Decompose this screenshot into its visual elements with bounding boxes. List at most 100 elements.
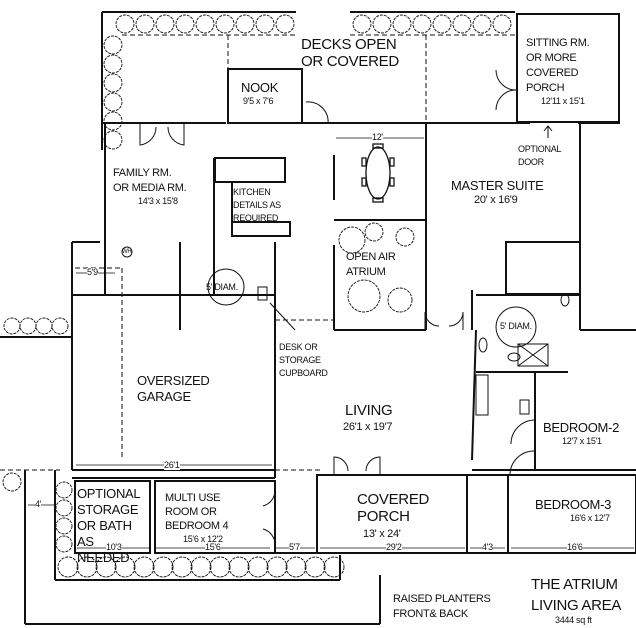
atrium-label-1: OPEN AIR [346,251,396,263]
shrub-icon [76,556,98,578]
porch-width-dim: 29'2 [386,542,402,552]
shrub-icon [55,535,73,553]
shrub-icon [347,279,381,313]
bedroom2-label: BEDROOM-2 [543,420,620,435]
shrub-icon [115,14,135,34]
shrub-icon [304,556,326,578]
shrub-icon [175,14,195,34]
bedroom2-dims: 12'7 x 15'1 [562,436,602,446]
plan-subtitle: LIVING AREA [531,597,622,614]
arrow-icon [269,125,553,331]
living-dims: 26'1 x 19'7 [343,421,393,433]
shrub-icon [395,227,415,247]
planters-label-1: RAISED PLANTERS [393,593,491,605]
shrub-icon [492,14,512,34]
shrub-icon [372,14,392,34]
dining-table-icon [361,143,395,203]
optional-storage-label-3: OR BATH [77,518,132,533]
shrub-icon [135,14,155,34]
shrub-icon [190,556,212,578]
shrub-icon [103,130,123,150]
master-label: MASTER SUITE [451,178,544,193]
shrub-icon [338,226,366,254]
garage-label-1: OVERSIZED [137,373,210,388]
shrub-icon [103,35,123,55]
sitting-label-3: COVERED [526,67,579,79]
shrub-icon [209,556,231,578]
shrub-icon [133,556,155,578]
side-dim: 4' [35,499,42,509]
shrub-icon [35,317,53,335]
optional-door-label-2: DOOR [518,157,544,167]
optional-storage-label-4: AS [77,534,94,549]
bedroom3-label: BEDROOM-3 [535,497,612,512]
shrub-icon [103,54,123,74]
shrub-icon [247,556,269,578]
shrub-icon [2,472,22,492]
shrub-icon [103,111,123,131]
family-dims: 14'3 x 15'8 [138,196,178,206]
shrub-icon [155,14,175,34]
shrub-icon [352,14,372,34]
desk-label-1: DESK OR [279,342,318,352]
shrub-icon [103,73,123,93]
plan-area: 3444 sq ft [555,615,592,625]
shrub-icon [19,317,37,335]
garage-label-2: GARAGE [137,389,191,404]
optional-storage-label-2: STORAGE [77,502,139,517]
master-dims: 20' x 16'9 [474,194,518,206]
sitting-dims: 12'11 x 15'1 [541,96,585,106]
shrub-icon [57,556,79,578]
shrub-icon [432,14,452,34]
bedroom3-dims: 16'6 x 12'7 [570,513,610,523]
shrub-icon [152,556,174,578]
shrub-icon [472,14,492,34]
shrub-icon [95,556,117,578]
shrub-icon [114,556,136,578]
storage-width-dim: 10'3 [106,542,122,552]
hall-dim: 5'9 [87,267,98,277]
shrub-icon [55,517,73,535]
shrub-icon [235,14,255,34]
bed3-width-dim: 16'6 [567,542,583,552]
nook-label: NOOK [241,80,279,95]
shrub-icon [215,14,235,34]
dining-dim: 12' [372,132,383,142]
multi-dims: 15'6 x 12'2 [183,534,223,544]
turn-radius-label: 5' DIAM. [206,282,238,292]
water-heater-label: WH [122,249,132,255]
shrub-icon [228,556,250,578]
shrub-icon [387,287,413,313]
fixtures-icon [121,246,570,416]
hall2-dim: 4'3 [482,542,493,552]
shrub-icon [195,14,215,34]
porch-label-1: COVERED [357,491,430,508]
shrub-icon [392,14,412,34]
shrub-icon [51,317,69,335]
entry-dim: 5'7 [289,542,300,552]
living-label: LIVING [345,402,393,419]
nook-dims: 9'5 x 7'6 [243,96,274,106]
shrub-icon [275,14,295,34]
multi-label-2: ROOM OR [165,506,217,518]
atrium-label-2: ATRIUM [346,266,386,278]
family-label-1: FAMILY RM. [113,167,172,179]
porch-label-2: PORCH [357,508,410,525]
dashed-lines [0,34,515,554]
shrub-icon [412,14,432,34]
planters [2,14,512,578]
shrub-icon [266,556,288,578]
multi-label-3: BEDROOM 4 [165,520,229,532]
optional-door-label-1: OPTIONAL [518,144,562,154]
desk-label-3: CUPBOARD [279,368,328,378]
garage-width-dim: 26'1 [164,460,180,470]
shrub-icon [103,92,123,112]
shrub-icon [323,556,345,578]
family-label-2: OR MEDIA RM. [113,182,187,194]
kitchen-label-3: REQUIRED [233,213,279,223]
sitting-label-4: PORCH [526,82,565,94]
walls [0,11,636,625]
optional-storage-label-1: OPTIONAL [77,486,141,501]
shrub-icon [452,14,472,34]
